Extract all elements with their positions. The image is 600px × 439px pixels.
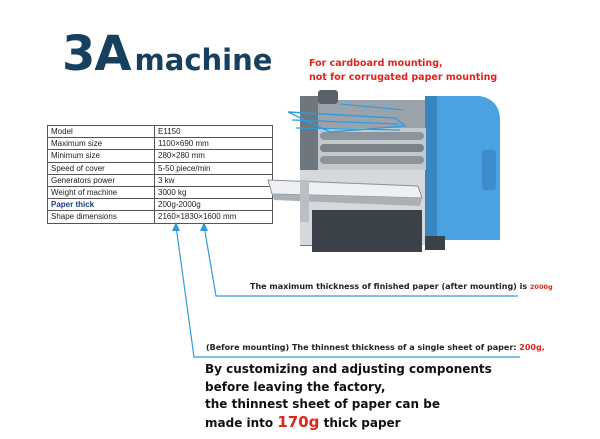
- brand-logo: 3A machine: [62, 26, 272, 82]
- custom-note-prefix: made into: [205, 415, 274, 430]
- max-thickness-caption: The maximum thickness of finished paper …: [250, 282, 553, 291]
- arrow-min-thickness: [172, 222, 520, 358]
- custom-note-line-3: the thinnest sheet of paper can be: [205, 397, 440, 411]
- spec-table: Model E1150 Maximum size 1100×690 mm Min…: [47, 124, 273, 224]
- max-thickness-text: The maximum thickness of finished paper …: [250, 282, 528, 291]
- laminating-machine-image: [267, 90, 500, 252]
- custom-note-line-1: By customizing and adjusting components: [205, 362, 492, 376]
- custom-note-line-2: before leaving the factory,: [205, 379, 386, 394]
- spec-row-model: Model E1150: [47, 124, 273, 139]
- spec-row-min-size: Minimum size 280×280 mm: [47, 149, 273, 163]
- max-thickness-value: 2000g: [529, 283, 553, 291]
- custom-note-suffix: thick paper: [323, 415, 401, 430]
- brand-logo-word: machine: [134, 43, 273, 77]
- usage-note-line-2: not for corrugated paper mounting: [309, 72, 498, 83]
- spec-row-power: Generators power 3 kw: [47, 173, 273, 187]
- custom-note-line-4: made into 170g thick paper: [205, 412, 492, 433]
- brand-logo-mark: 3A: [62, 26, 132, 82]
- arrow-max-thickness: [200, 222, 518, 297]
- usage-note-line-1: For cardboard mounting,: [309, 58, 443, 69]
- spec-row-dimensions: Shape dimensions 2160×1830×1600 mm: [47, 210, 273, 224]
- custom-note-value: 170g: [277, 412, 320, 431]
- min-thickness-text: (Before mounting) The thinnest thickness…: [206, 343, 517, 352]
- custom-note: By customizing and adjusting components …: [205, 361, 492, 432]
- spec-row-speed: Speed of cover 5-50 piece/min: [47, 161, 273, 175]
- min-thickness-value: 200g,: [519, 343, 545, 352]
- spec-value: 2160×1830×1600 mm: [154, 210, 273, 224]
- min-thickness-caption: (Before mounting) The thinnest thickness…: [206, 343, 545, 352]
- usage-note: For cardboard mounting, not for corrugat…: [309, 57, 497, 85]
